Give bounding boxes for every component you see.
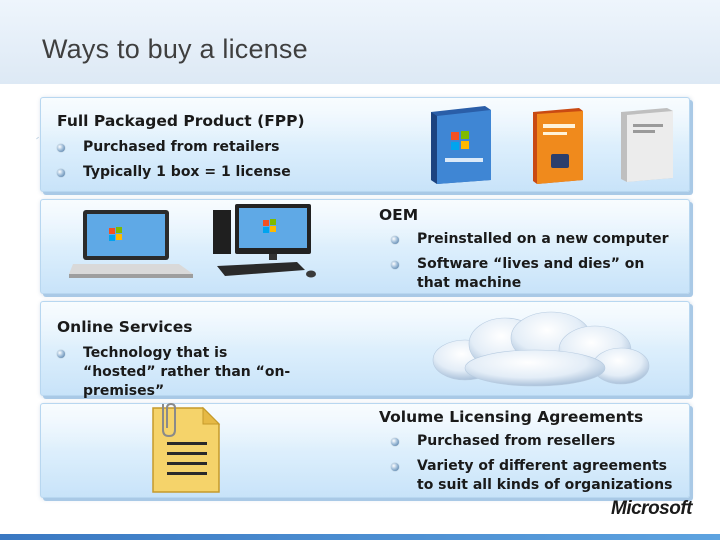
software-box-icon [533,108,583,184]
list-item: Typically 1 box = 1 license [57,163,357,182]
paperclip-icon [162,402,176,438]
list-item: Purchased from resellers [391,432,673,451]
panel-heading: Online Services [57,318,193,336]
bullet-icon [391,261,399,269]
bullet-list: Purchased from resellers Variety of diff… [391,432,673,501]
list-item: Purchased from retailers [57,138,357,157]
list-item: Preinstalled on a new computer [391,230,671,249]
bullet-icon [57,169,65,177]
panel-oem: OEM Preinstalled on a new computer Softw… [40,199,690,294]
cloud-icon [432,311,650,387]
software-box-icon [621,108,673,182]
software-box-icon [431,106,491,184]
bullet-list: Preinstalled on a new computer Software … [391,230,671,299]
bullet-icon [391,463,399,471]
document-icon [152,402,221,493]
bottom-accent-bar [0,534,720,540]
slide-title: Ways to buy a license [42,34,308,64]
panel-heading: Full Packaged Product (FPP) [57,112,305,130]
microsoft-logo: Microsoft [611,498,693,519]
list-item: Technology that is “hosted” rather than … [57,344,297,401]
bullet-icon [57,350,65,358]
panel-fpp: Full Packaged Product (FPP) Purchased fr… [40,97,690,192]
laptop-icon [69,210,193,278]
desktop-computer-icon [213,204,316,278]
bullet-icon [57,144,65,152]
bullet-icon [391,236,399,244]
bullet-list: Technology that is “hosted” rather than … [57,344,297,407]
bullet-icon [391,438,399,446]
list-item: Software “lives and dies” on that machin… [391,255,671,293]
panel-online-services: Online Services Technology that is “host… [40,301,690,399]
panel-volume-licensing: Volume Licensing Agreements Purchased fr… [40,402,690,501]
panel-heading: OEM [379,206,419,224]
panel-heading: Volume Licensing Agreements [379,408,644,426]
title-bar: Ways to buy a license [0,0,720,84]
list-item: Variety of different agreements to suit … [391,457,673,495]
bullet-list: Purchased from retailers Typically 1 box… [57,138,357,188]
